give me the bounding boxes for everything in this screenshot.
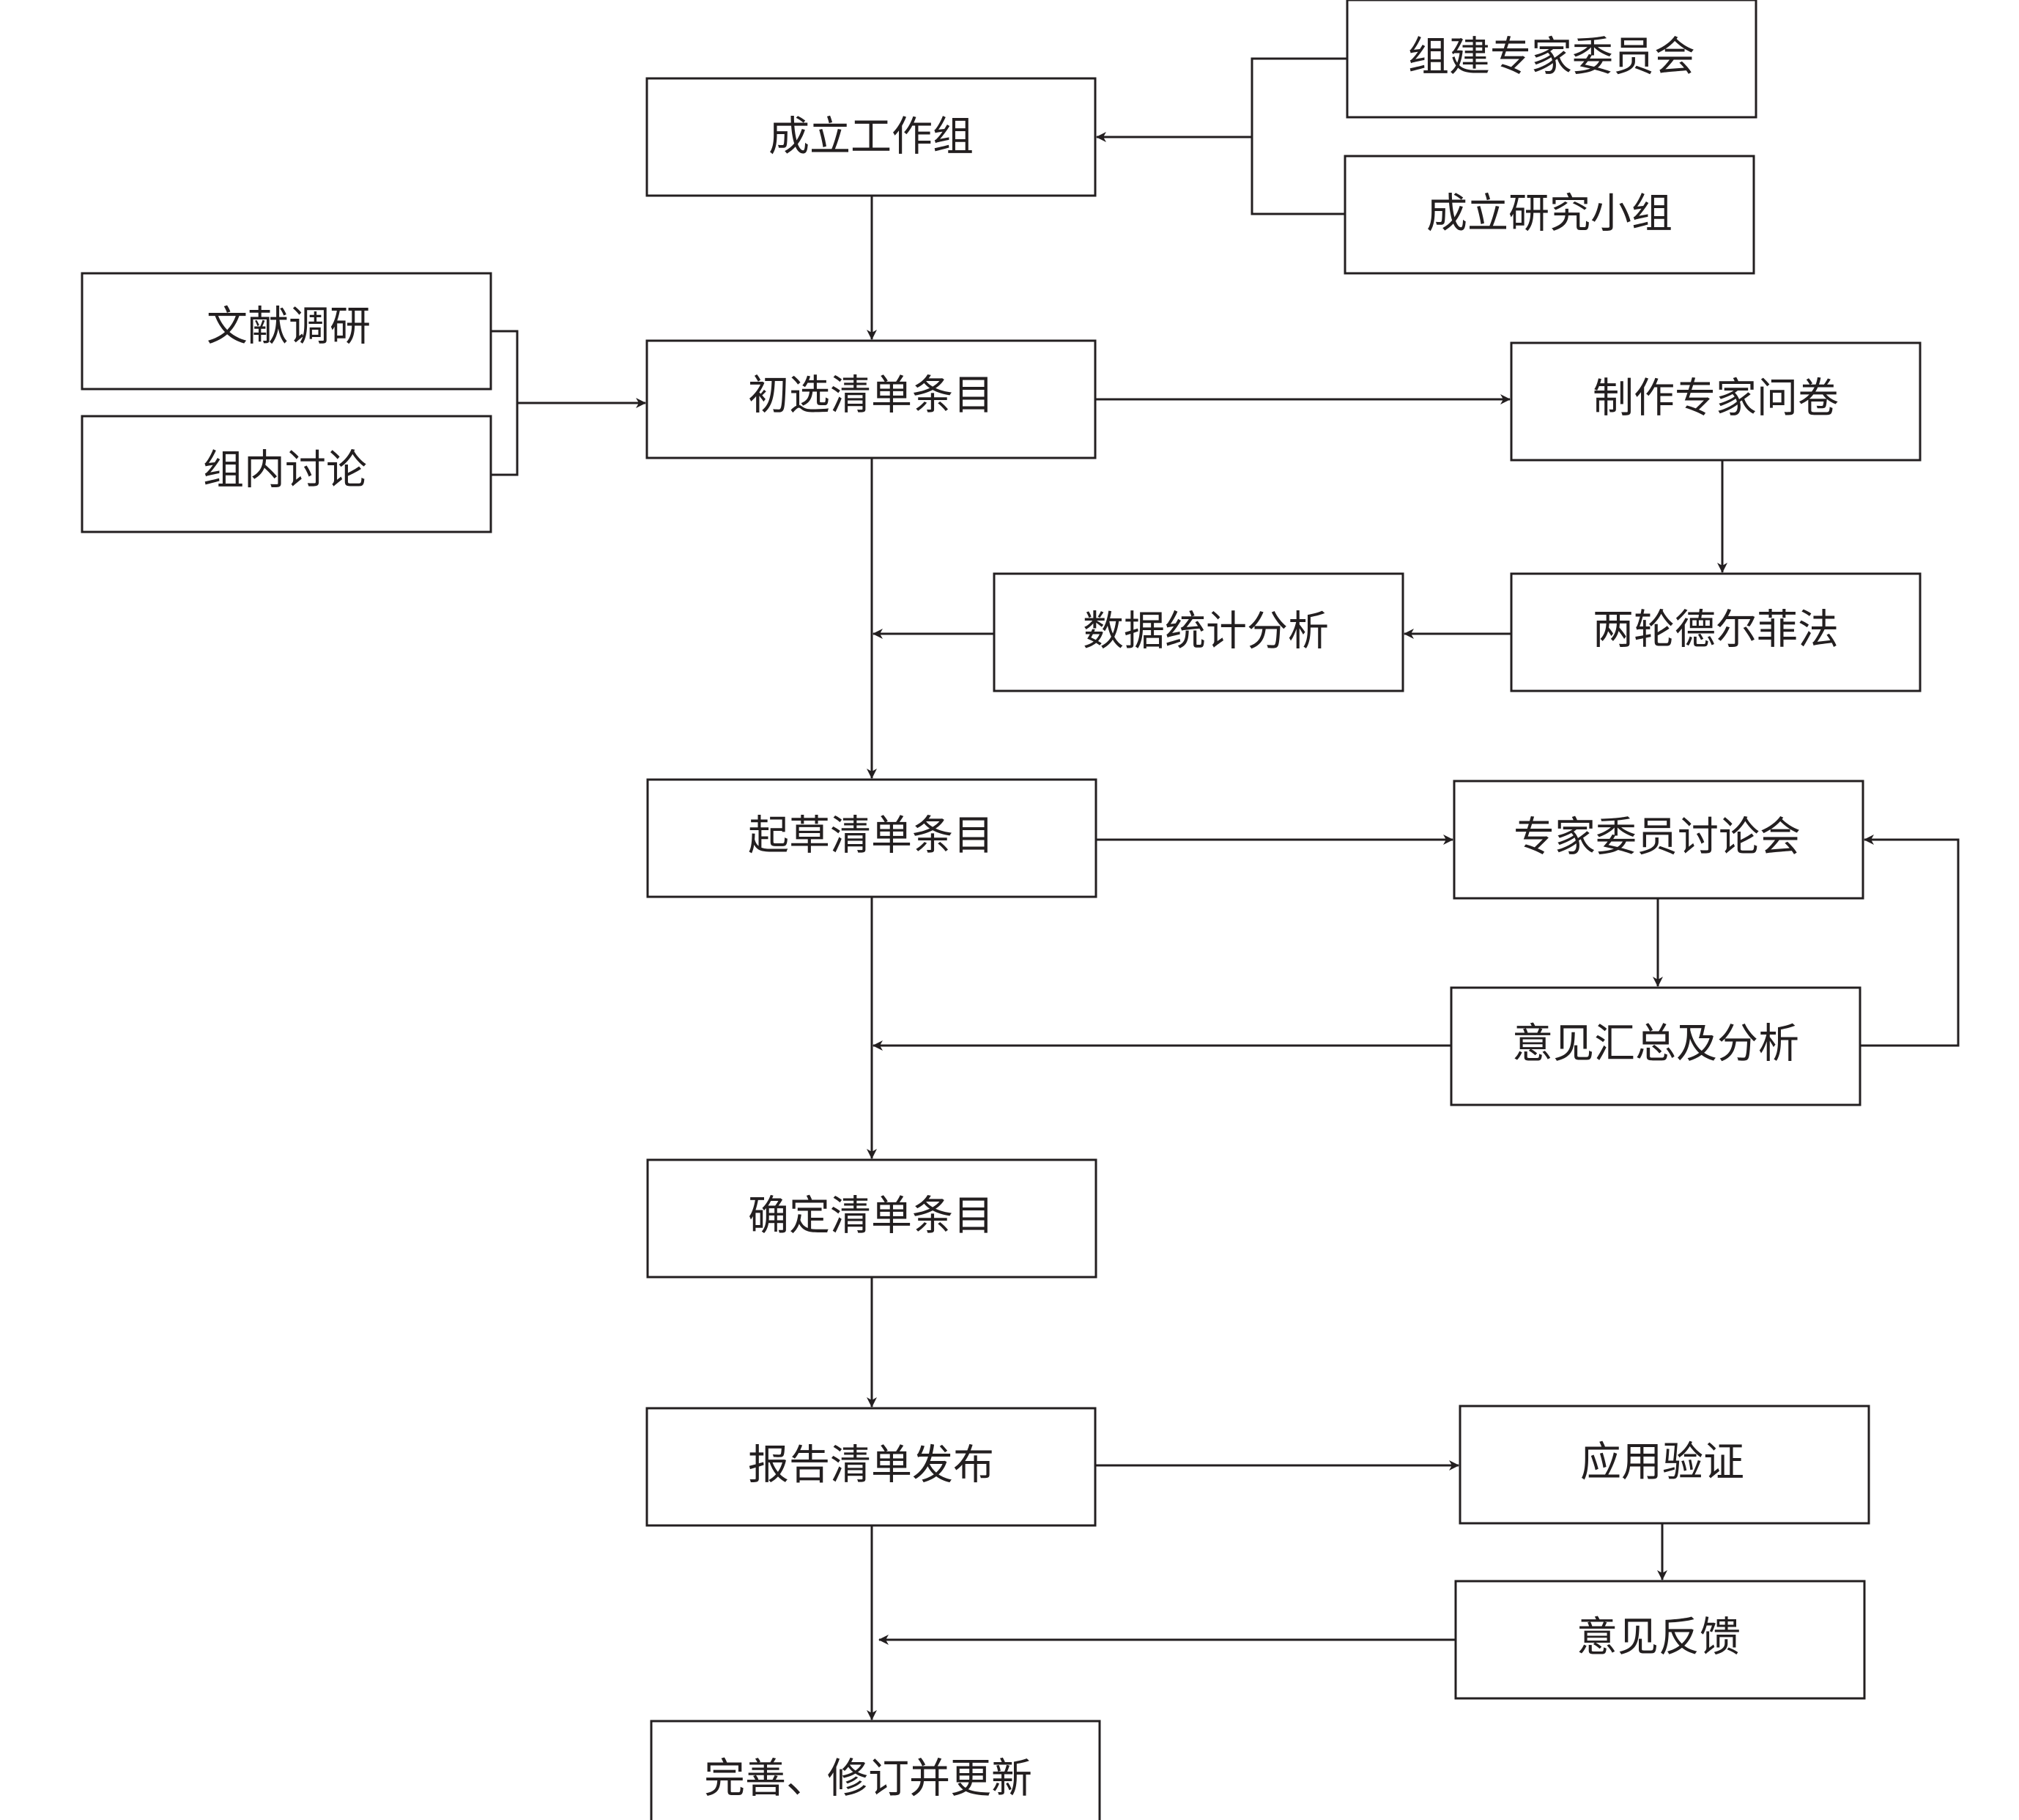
edge-bracket-left bbox=[491, 330, 519, 476]
node-questionnaire: 制作专家问卷 bbox=[1510, 341, 1922, 462]
node-label: 专家委员讨论会 bbox=[1514, 814, 1801, 862]
node-label: 确定清单条目 bbox=[748, 1193, 994, 1240]
node-expert-committee: 组建专家委员会 bbox=[1346, 0, 1757, 119]
node-validation: 应用验证 bbox=[1459, 1405, 1870, 1525]
node-publish: 报告清单发布 bbox=[645, 1407, 1097, 1527]
node-label: 文献调研 bbox=[207, 303, 371, 351]
node-group-discussion: 组内讨论 bbox=[81, 415, 492, 533]
node-final-items: 确定清单条目 bbox=[646, 1158, 1097, 1279]
node-opinion-summary: 意见汇总及分析 bbox=[1450, 986, 1861, 1106]
edge-summary-loop bbox=[1860, 835, 1960, 1047]
node-label: 应用验证 bbox=[1580, 1439, 1744, 1487]
node-label: 成立研究小组 bbox=[1426, 190, 1672, 238]
node-literature: 文献调研 bbox=[81, 272, 492, 391]
node-label: 制作专家问卷 bbox=[1593, 375, 1839, 423]
node-draft-items: 起草清单条目 bbox=[646, 778, 1097, 898]
node-expert-meeting: 专家委员讨论会 bbox=[1453, 780, 1864, 900]
node-label: 组建专家委员会 bbox=[1408, 34, 1695, 81]
node-label: 意见反馈 bbox=[1577, 1614, 1741, 1662]
node-feedback: 意见反馈 bbox=[1454, 1580, 1866, 1700]
node-label: 组内讨论 bbox=[203, 447, 367, 495]
node-label: 完善、修订并更新 bbox=[704, 1756, 1032, 1803]
node-label: 意见汇总及分析 bbox=[1512, 1021, 1799, 1068]
node-label: 两轮德尔菲法 bbox=[1593, 607, 1839, 654]
node-label: 报告清单发布 bbox=[748, 1442, 994, 1490]
node-preliminary-items: 初选清单条目 bbox=[645, 339, 1097, 459]
node-label: 初选清单条目 bbox=[748, 372, 994, 420]
node-establish-team: 成立工作组 bbox=[645, 77, 1097, 197]
node-label: 成立工作组 bbox=[768, 114, 974, 161]
node-label: 数据统计分析 bbox=[1083, 608, 1329, 656]
node-revise: 完善、修订并更新 bbox=[650, 1720, 1101, 1820]
node-statistics: 数据统计分析 bbox=[993, 572, 1404, 692]
node-label: 起草清单条目 bbox=[748, 813, 994, 860]
edge-bracket-right-top bbox=[1251, 57, 1347, 215]
node-research-group: 成立研究小组 bbox=[1344, 155, 1755, 275]
node-delphi: 两轮德尔菲法 bbox=[1510, 572, 1922, 692]
